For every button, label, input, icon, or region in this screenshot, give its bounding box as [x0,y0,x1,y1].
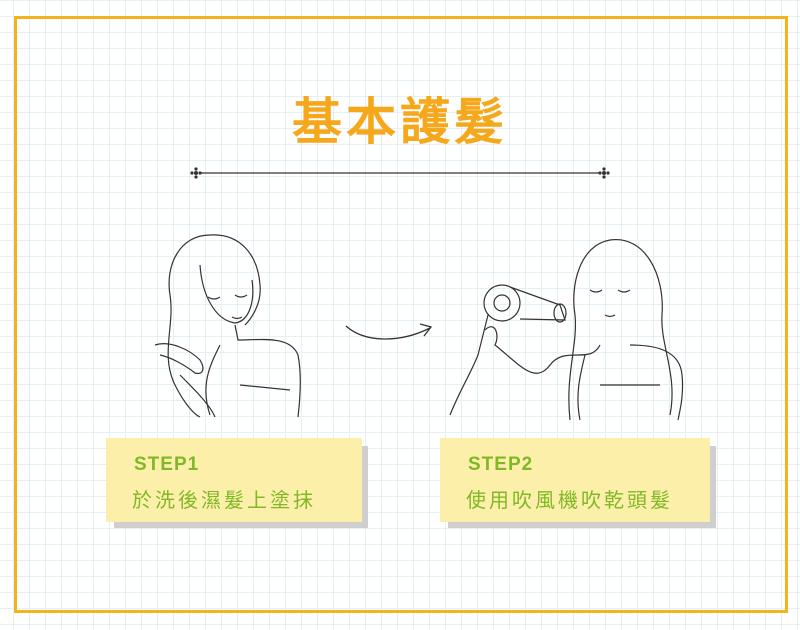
step-1-text: 於洗後濕髮上塗抹 [132,488,316,512]
woman-drying-illustration [449,239,684,420]
woman-applying-illustration [154,234,301,418]
page-frame [14,16,788,613]
ornament-divider [190,167,610,179]
step-2-card: STEP2 使用吹風機吹乾頭髮 [440,438,716,528]
page-title: 基本護髮 [292,93,508,151]
step-1-label: STEP1 [134,454,200,475]
arrow-icon [345,323,433,340]
step-1-card: STEP1 於洗後濕髮上塗抹 [106,438,368,528]
step-2-label: STEP2 [468,454,534,475]
step-2-text: 使用吹風機吹乾頭髮 [466,488,673,512]
